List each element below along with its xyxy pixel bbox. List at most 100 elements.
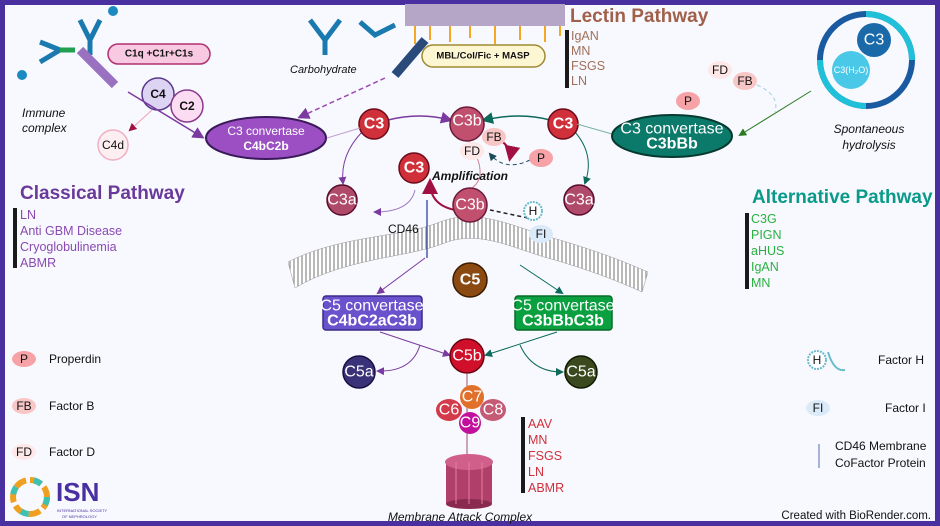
- immune-complex-label: Immune: [22, 106, 66, 120]
- c5a-node-right: C5a: [564, 355, 598, 389]
- disease-item: MN: [571, 44, 590, 58]
- c3a-node-right: C3a: [563, 184, 595, 216]
- c3-node-cycle: C3: [857, 23, 891, 57]
- arrow: [484, 331, 558, 357]
- hydrolysis-label: hydrolysis: [842, 138, 895, 152]
- c4d-arrow: [128, 109, 153, 132]
- svg-text:Factor D: Factor D: [49, 445, 95, 459]
- fb-node: FB: [482, 128, 506, 146]
- svg-text:C5a: C5a: [566, 364, 595, 381]
- classical-pathway-title: Classical Pathway: [20, 183, 185, 204]
- alt-properdin-node: P: [676, 92, 700, 110]
- hydrolysis-label: Spontaneous: [834, 122, 905, 136]
- arrow: [519, 344, 564, 376]
- c3-node-right: C3: [547, 108, 579, 140]
- arrow: [373, 189, 416, 216]
- isn-logo: ISN INTERNATIONAL SOCIETY OF NEPHROLOGY: [10, 477, 108, 519]
- connector: [326, 127, 361, 139]
- svg-text:FB: FB: [16, 399, 31, 413]
- svg-text:C3: C3: [864, 32, 885, 49]
- disease-item: FSGS: [571, 59, 605, 73]
- disease-item: MN: [751, 276, 770, 290]
- svg-text:P: P: [684, 94, 692, 108]
- cell-membrane: [287, 216, 649, 293]
- factor-h-node: H: [523, 201, 543, 221]
- svg-text:Factor H: Factor H: [878, 353, 924, 367]
- arrow: [376, 257, 426, 295]
- svg-text:Factor B: Factor B: [49, 399, 94, 413]
- disease-item: LN: [20, 208, 36, 222]
- arrow: [379, 331, 451, 357]
- factor-i-node: FI: [529, 225, 553, 243]
- svg-text:H: H: [813, 353, 822, 367]
- c9-node: C9: [459, 412, 481, 434]
- mac-disease-list: AAV MN FSGS LN ABMR: [528, 417, 564, 495]
- svg-text:C3(H₂O): C3(H₂O): [834, 65, 869, 75]
- convertase-label: C5 convertase: [511, 298, 614, 315]
- svg-text:C5a: C5a: [344, 364, 373, 381]
- convertase-name: C3bBbC3b: [522, 313, 604, 330]
- c3b-node-top: C3b: [449, 106, 485, 142]
- svg-text:CoFactor Protein: CoFactor Protein: [835, 456, 926, 470]
- c5-convertase-alternative: [514, 295, 613, 331]
- svg-text:C7: C7: [462, 389, 483, 406]
- c3-node-mid: C3: [398, 152, 430, 184]
- svg-text:C3: C3: [553, 116, 574, 133]
- svg-text:C6: C6: [439, 402, 460, 419]
- svg-text:C3: C3: [404, 160, 425, 177]
- alternative-pathway-title: Alternative Pathway: [752, 187, 933, 208]
- c3-node-left: C3: [358, 108, 390, 140]
- alternative-disease-list: C3G PIGN aHUS IgAN MN: [751, 212, 784, 290]
- arrow: [481, 112, 551, 124]
- svg-text:C3: C3: [364, 116, 385, 133]
- carbohydrate-chains: [414, 26, 561, 44]
- svg-text:FD: FD: [16, 445, 32, 459]
- convertase-name: C4bC2aC3b: [327, 313, 417, 330]
- disease-item: LN: [571, 74, 587, 88]
- alt-fd-node: FD: [708, 61, 732, 79]
- arrow: [488, 152, 531, 166]
- disease-item: MN: [528, 433, 547, 447]
- convertase-label: C5 convertase: [320, 298, 423, 315]
- lectin-disease-list: IgAN MN FSGS LN: [571, 29, 605, 88]
- disease-item: IgAN: [751, 260, 779, 274]
- c5b-node: C5b: [449, 338, 485, 374]
- arrow: [387, 111, 453, 124]
- svg-text:P: P: [20, 352, 28, 366]
- arrow: [376, 344, 421, 376]
- disease-item: LN: [528, 465, 544, 479]
- svg-text:C5b: C5b: [452, 348, 481, 365]
- cd46-label: CD46: [388, 222, 419, 236]
- disease-bar: [565, 30, 569, 88]
- svg-text:C3a: C3a: [564, 192, 593, 209]
- c4-label: C4: [150, 87, 166, 101]
- legend-factor-b: FB Factor B: [12, 398, 94, 414]
- classical-arrow: [127, 91, 205, 139]
- mac-label: Membrane Attack Complex: [388, 510, 533, 524]
- c3b-node-bottom: C3b: [452, 187, 488, 223]
- cycle-arc: [817, 59, 867, 109]
- convertase-label: C3 convertase: [227, 124, 305, 138]
- c1-complex-label: C1q +C1r+C1s: [125, 49, 194, 60]
- svg-text:OF NEPHROLOGY: OF NEPHROLOGY: [62, 514, 97, 519]
- svg-text:C9: C9: [460, 415, 481, 432]
- mbl-icon: [391, 37, 429, 78]
- c5a-node-left: C5a: [342, 355, 376, 389]
- c3a-node-left: C3a: [326, 184, 358, 216]
- lectin-membrane: [405, 4, 565, 26]
- svg-text:INTERNATIONAL SOCIETY: INTERNATIONAL SOCIETY: [57, 508, 108, 513]
- c2-label: C2: [179, 99, 195, 113]
- c6-node: C6: [436, 399, 462, 421]
- arrow: [338, 131, 363, 185]
- legend-properdin: P Properdin: [12, 351, 101, 367]
- antigen-icon: [17, 70, 27, 80]
- mbl-masp-label: MBL/Col/Fic + MASP: [436, 51, 530, 62]
- svg-text:FI: FI: [813, 401, 824, 415]
- disease-item: ABMR: [528, 481, 564, 495]
- hydrolysis-arrow: [738, 90, 812, 137]
- c3-convertase-alternative: [611, 114, 733, 158]
- svg-text:Properdin: Properdin: [49, 352, 101, 366]
